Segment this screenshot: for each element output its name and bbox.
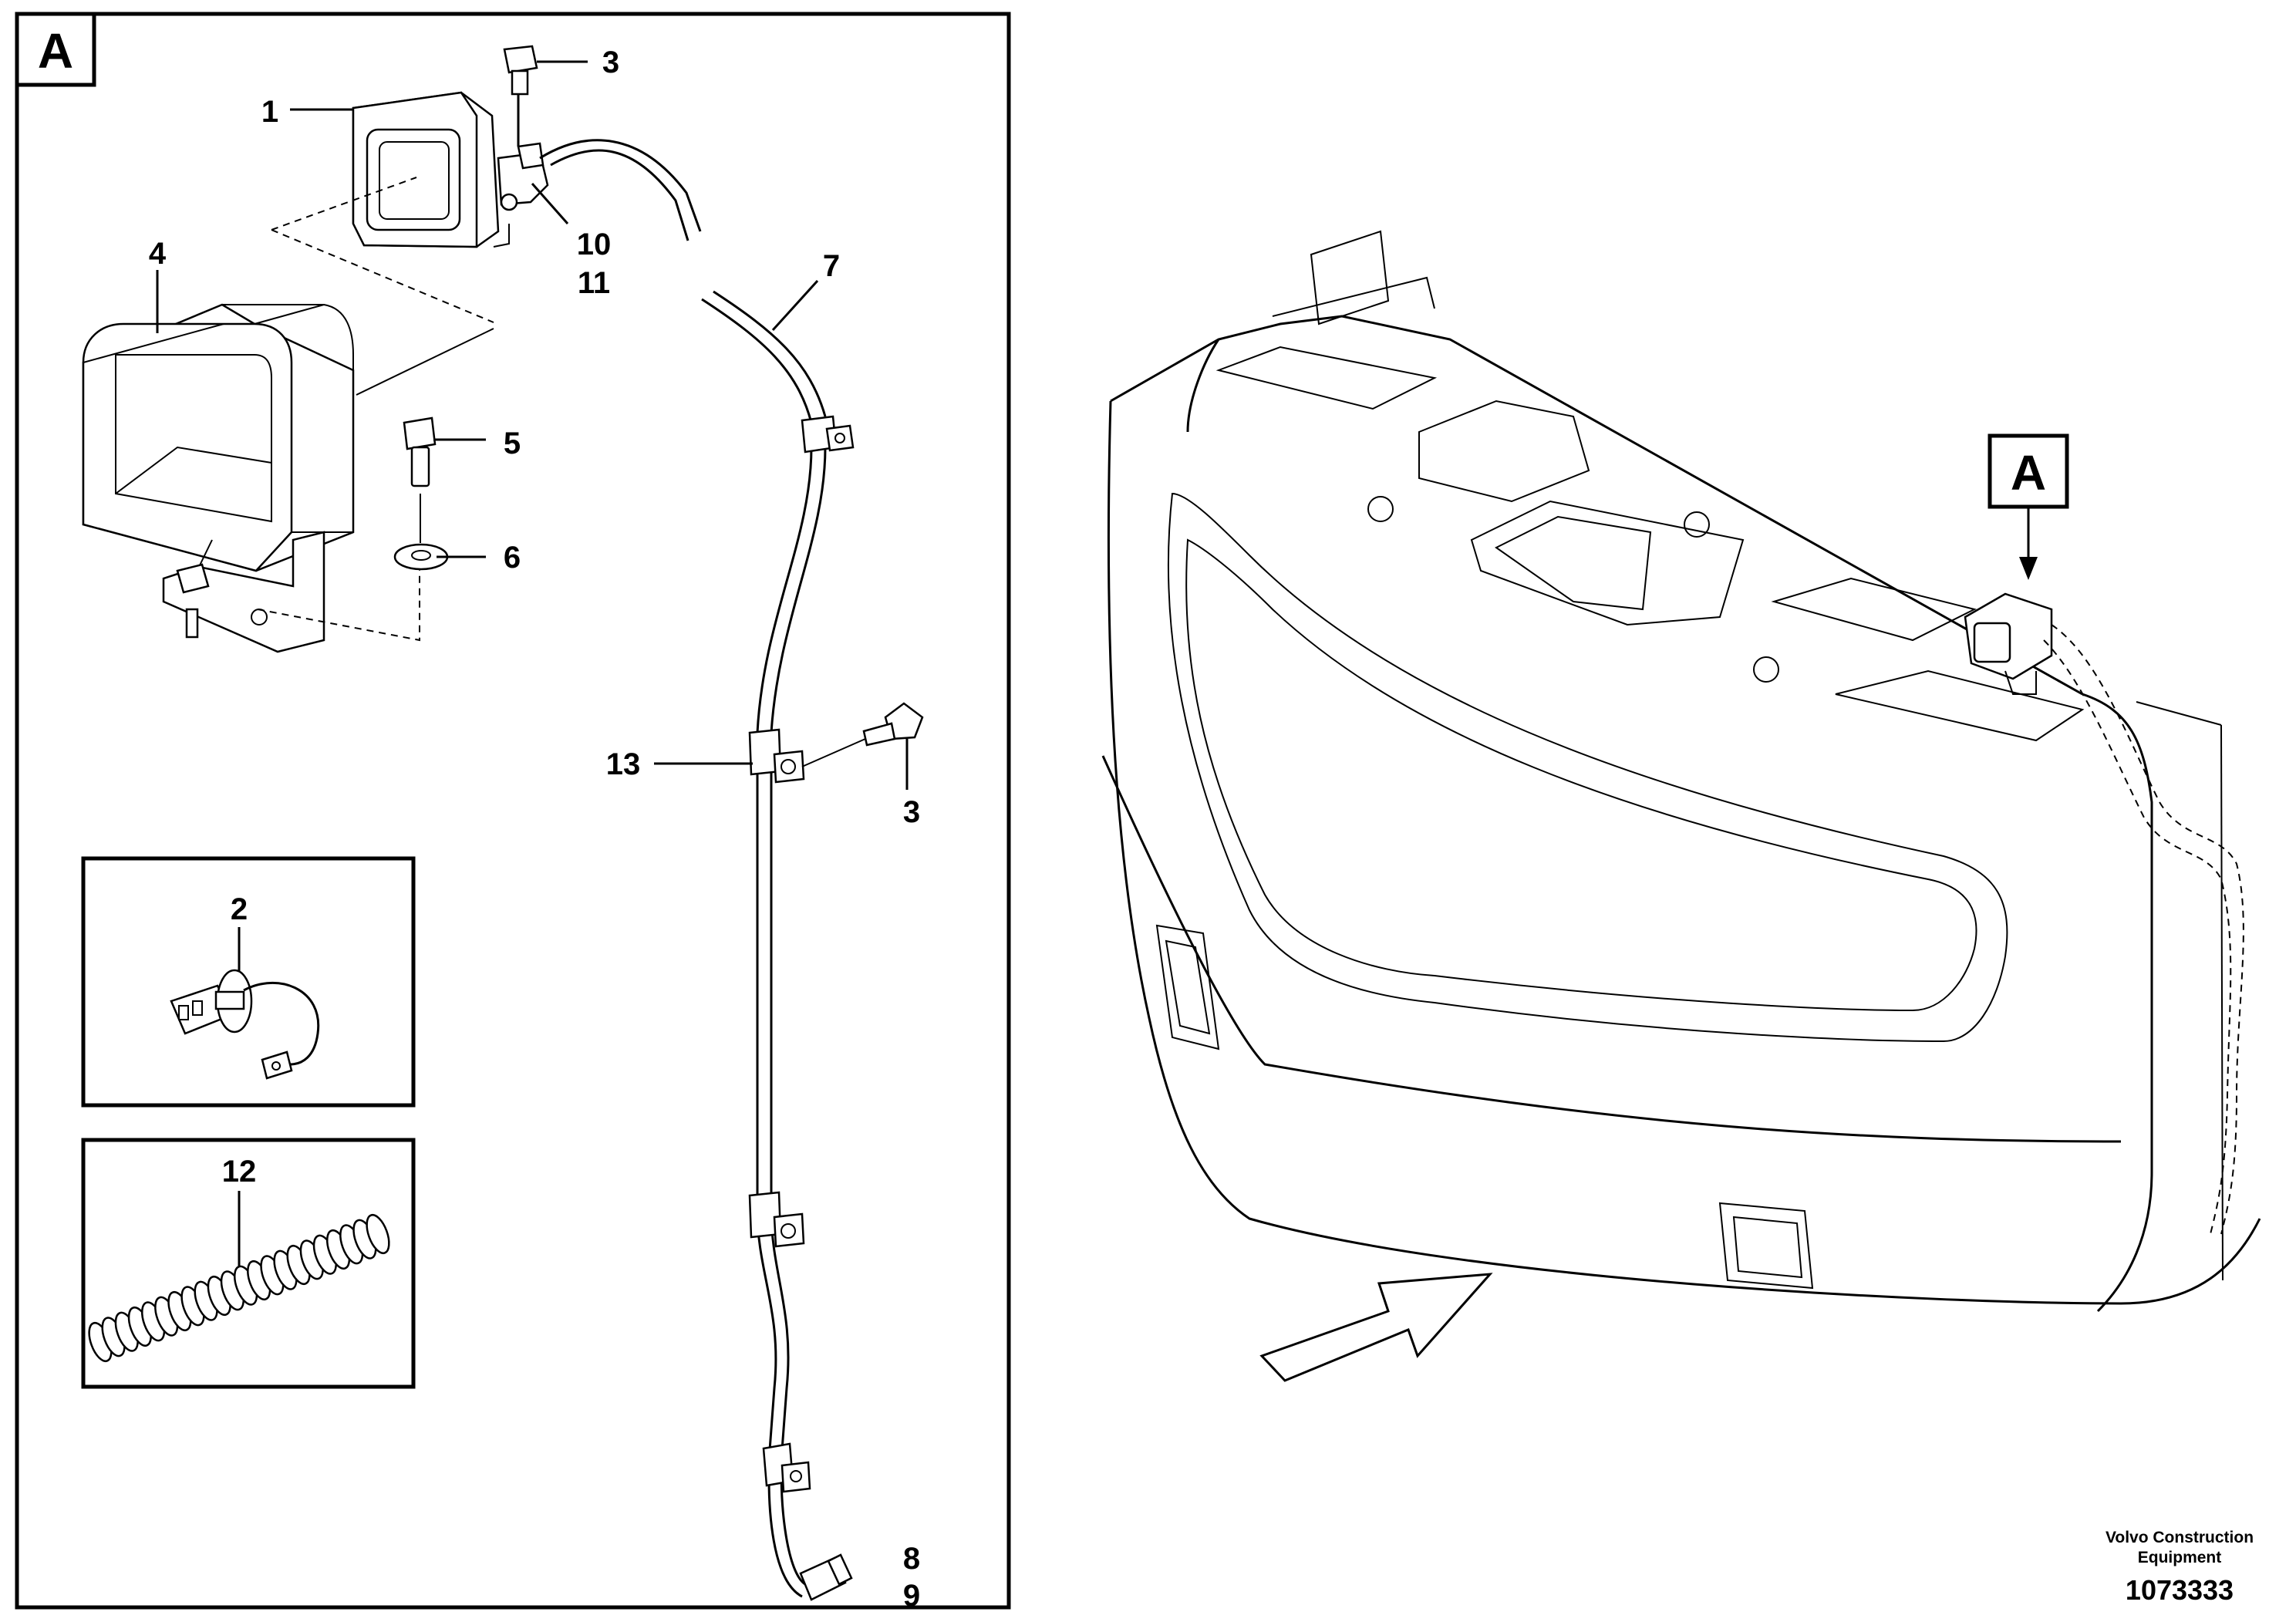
front-panel-inner: [1185, 538, 1977, 1012]
brand-line-1: Volvo Construction: [2106, 1529, 2254, 1546]
dash-lamp-to-cover-1: [271, 177, 417, 231]
callout-1: 1: [261, 95, 278, 129]
view-direction-arrow: [1259, 1273, 1493, 1382]
top-cap-2: [1684, 511, 1710, 538]
callout-3-top: 3: [602, 46, 619, 79]
top-hatch-opening: [1495, 515, 1652, 611]
top-cap-3: [1753, 656, 1779, 683]
callout-4: 4: [149, 237, 167, 271]
clip-upper: [801, 415, 855, 454]
top-plate-far-right: [1835, 669, 2085, 742]
work-lamp: [352, 91, 549, 248]
harness-run: [770, 447, 827, 1586]
view-a-arrow-head: [2019, 557, 2038, 580]
clip-lower: [748, 1191, 805, 1248]
dash-lamp-to-cover-2: [271, 229, 494, 323]
protective-cover: [82, 303, 355, 572]
brand-line-2: Equipment: [2138, 1549, 2222, 1566]
bolt-top: [503, 45, 538, 96]
callout-3-mid: 3: [903, 795, 920, 829]
machine-overview: A: [1101, 230, 2261, 1382]
machine-frame-edge: [2220, 724, 2224, 1281]
detail-tag-label: A: [38, 23, 73, 79]
counterweight-top-corner: [1186, 339, 1220, 433]
screw-5: [403, 416, 437, 487]
callout-13: 13: [606, 747, 641, 781]
corrugated-conduit: [88, 1213, 390, 1363]
cover-bracket: [162, 531, 325, 653]
view-a-marker-label: A: [2011, 445, 2046, 501]
harness-connector: [799, 1553, 853, 1601]
mounted-work-lamp: [1964, 592, 2053, 695]
top-plate-middle: [1418, 400, 1590, 503]
rear-frame-rail: [1272, 276, 1435, 317]
clip-bottom: [762, 1442, 811, 1493]
callout-12: 12: [222, 1155, 257, 1189]
inset-bulb: 2: [81, 856, 416, 1108]
recess-left: [1155, 924, 1220, 1050]
recess-right-inner: [1732, 1216, 1803, 1279]
rear-frame-plate: [1310, 230, 1390, 325]
harness-top-edge: [701, 298, 813, 423]
top-hatch-frame: [1470, 500, 1745, 626]
detail-frame: [15, 12, 1011, 1610]
inset-conduit: 12: [81, 1138, 416, 1389]
routed-harness: [2051, 624, 2244, 1235]
counterweight-side-edge: [2082, 693, 2153, 1313]
callout-6: 6: [504, 541, 521, 575]
callout-11: 11: [578, 266, 610, 300]
dash-bracket-to-washer: [257, 557, 420, 642]
detail-tag-box: [15, 12, 96, 87]
callout-8: 8: [903, 1542, 920, 1576]
counterweight-front-crease: [1101, 755, 2122, 1143]
top-plate-left: [1215, 346, 1438, 410]
front-panel-outer: [1167, 492, 2008, 1043]
leader-lines: [156, 60, 909, 790]
recess-left-inner: [1165, 939, 1211, 1035]
recess-right: [1718, 1202, 1814, 1290]
counterweight-top-edge: [1110, 315, 2083, 696]
drawing-number: 1073333: [2126, 1574, 2234, 1606]
harness-run-edge: [756, 447, 813, 1598]
conduit-ring: [366, 1213, 390, 1255]
lamp-cable-upper: [539, 139, 702, 232]
cover-guide-line: [356, 328, 494, 396]
top-cap-1: [1367, 496, 1394, 522]
top-plate-right: [1771, 577, 1977, 642]
machine-frame-top: [2136, 701, 2222, 726]
bolt-mid: [862, 702, 924, 747]
title-block: Volvo Construction Equipment 1073333: [2106, 1529, 2254, 1606]
lamp-cable-upper-edge: [550, 149, 689, 241]
counterweight-outline: [1107, 400, 2261, 1305]
callout-5: 5: [504, 427, 521, 460]
clip-13: [748, 728, 805, 784]
bolt-mid-axis: [801, 738, 866, 767]
harness-top: [713, 290, 827, 417]
callout-9: 9: [903, 1579, 920, 1613]
callout-2: 2: [231, 892, 248, 926]
callout-10: 10: [577, 228, 612, 261]
routed-harness-edge: [2043, 639, 2232, 1235]
callout-7: 7: [823, 249, 840, 283]
detail-view-a: A: [15, 12, 1011, 1613]
